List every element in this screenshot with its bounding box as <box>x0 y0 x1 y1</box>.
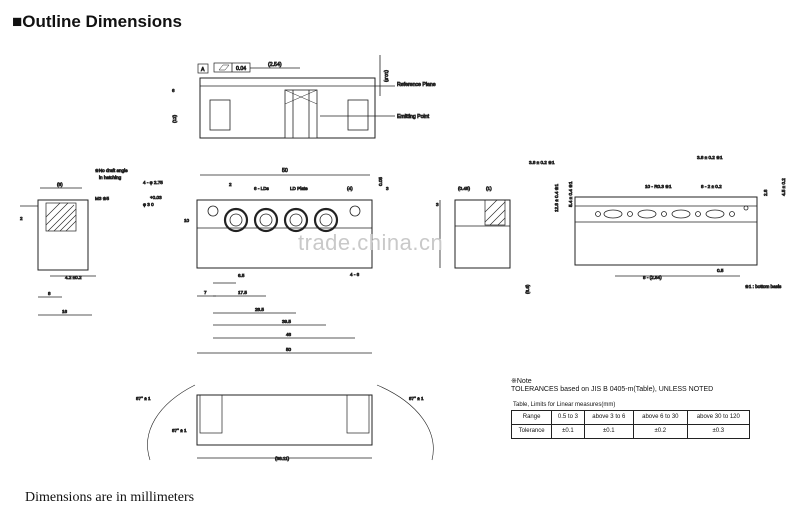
dim-46: 46 <box>286 332 292 337</box>
dim-17-5: 17.5 <box>238 290 247 295</box>
tolerance-note: TOLERANCES based on JIS B 0405-m(Table),… <box>511 386 714 393</box>
dim-39-5: 39.5 <box>282 319 291 324</box>
dim-3-front: 3 <box>386 186 389 191</box>
dim-4-6: 4 - 6 <box>350 272 360 277</box>
square-bullet-icon: ■ <box>12 12 23 31</box>
dim-3-end: 3 <box>436 202 439 207</box>
dim-10-front: 10 <box>184 218 190 223</box>
dim-50-top: 50 <box>282 168 288 174</box>
dim-12: (12) <box>172 114 177 123</box>
dim-s: (8) <box>57 182 63 187</box>
angle-right: 87° ± 1 <box>409 396 424 401</box>
dim-5-4: 5.4 ± 0.4 ※1 <box>568 181 573 207</box>
dim-phi3: φ 3 0 <box>143 202 154 207</box>
tol-plus: +0.03 <box>150 195 162 200</box>
dim-28-5: 28.5 <box>255 307 264 312</box>
table-cell: above 30 to 120 <box>686 410 751 425</box>
angle-left: 87° ± 1 <box>136 396 151 401</box>
flatness-value: 0.04 <box>236 66 246 72</box>
table-cell: ±0.2 <box>632 424 688 439</box>
angle-left-2: 87° ± 1 <box>172 428 187 433</box>
top-view: A 0.04 (2.54) (10.8) Reference Plane Emi… <box>172 55 436 139</box>
dim-4-front: (4) <box>347 186 353 191</box>
dim-0-45: (0.45) <box>458 186 470 191</box>
m3-note: M3 ※5 <box>95 196 110 201</box>
holes-dim: 10 - R0.3 ※1 <box>645 184 672 189</box>
dim-3-8-left: 3.8 ± 0.2 ※1 <box>529 160 555 165</box>
dim-16: 16 <box>62 309 68 314</box>
table-cell: ±0.1 <box>551 424 585 439</box>
dim-6: 6 <box>172 88 175 93</box>
table-row: Tolerance ±0.1 ±0.1 ±0.2 ±0.3 <box>510 424 751 439</box>
width-dim: (38.11) <box>275 456 290 461</box>
front-view: 50 2 6 - LDs LD Plate (4) 0.05 3 10 4 - … <box>184 168 389 354</box>
bottom-basis-note: ※1 : bottom basis <box>745 284 782 289</box>
page-title-text: Outline Dimensions <box>22 12 182 31</box>
lower-view: 87° ± 1 87° ± 1 87° ± 1 (38.11) <box>136 384 434 461</box>
dim-7: 7 <box>204 290 207 295</box>
table-cell: above 6 to 30 <box>632 410 688 425</box>
units-footer: Dimensions are in millimeters <box>25 490 195 505</box>
dim-3-8-right: 3.8 ± 0.2 ※1 <box>697 155 723 160</box>
table-cell: ±0.3 <box>686 424 751 439</box>
side-view: 2 ※No draft angle in hatching M3 ※5 4 - … <box>20 168 164 316</box>
ld-count-label: 6 - LDs <box>254 186 270 191</box>
table-cell: 0.5 to 3 <box>551 410 585 425</box>
table-cell: Range <box>510 410 553 425</box>
emitting-point-label: Emitting Point <box>397 114 430 120</box>
table-cell: above 3 to 6 <box>583 410 634 425</box>
pitch-dim: (2.54) <box>268 62 282 68</box>
draft-note-2: in hatching <box>99 175 122 180</box>
dim-8: 8 <box>48 291 51 296</box>
dim-50-bottom: 50 <box>286 347 292 352</box>
dim-4-5: 4.5 ± 0.2 <box>781 178 786 196</box>
dim-005: 0.05 <box>378 177 383 186</box>
dim-4-phi: 4 - φ 2.75 <box>143 180 163 185</box>
ld-plate-label: LD Plate <box>290 186 308 191</box>
dim-4-2: 4.2 ±0.2 <box>65 275 82 280</box>
dim-6-5: 6.5 <box>238 273 245 278</box>
dim-2-front: 2 <box>229 182 232 187</box>
page-title: ■Outline Dimensions <box>12 12 182 32</box>
bottom-view: 3.8 ± 0.2 ※1 3.8 ± 0.2 ※1 12.8 ± 0.4 ※1 … <box>529 155 787 290</box>
dim-0-5: 0.5 <box>717 268 724 273</box>
dim-2: 2 <box>20 216 23 221</box>
table-cell: ±0.1 <box>583 424 634 439</box>
table-row: Range 0.5 to 3 above 3 to 6 above 6 to 3… <box>510 410 751 425</box>
tolerance-table: Range 0.5 to 3 above 3 to 6 above 6 to 3… <box>510 410 751 439</box>
dim-1-end: (1) <box>486 186 492 191</box>
draft-note-1: ※No draft angle <box>95 168 128 173</box>
height-dim: (10.8) <box>384 70 389 82</box>
dim-12-8: 12.8 ± 0.4 ※1 <box>554 183 559 212</box>
watermark: trade.china.cn <box>298 230 444 255</box>
table-title: Table, Limits for Linear measures(mm) <box>513 402 616 408</box>
end-view: (0.45) (1) 3 (8.6) <box>436 186 531 295</box>
datum-label: A <box>201 67 205 73</box>
reference-plane-label: Reference Plane <box>397 82 436 88</box>
table-cell: Tolerance <box>510 424 553 439</box>
note-heading: ※Note <box>511 378 532 385</box>
slots-dim: 8 - 2 ± 0.2 <box>701 184 722 189</box>
dim-8-6: (8.6) <box>525 284 530 294</box>
pitch-8: 8 - (2.54) <box>643 275 662 280</box>
dim-2-8: 2.8 <box>763 189 768 196</box>
